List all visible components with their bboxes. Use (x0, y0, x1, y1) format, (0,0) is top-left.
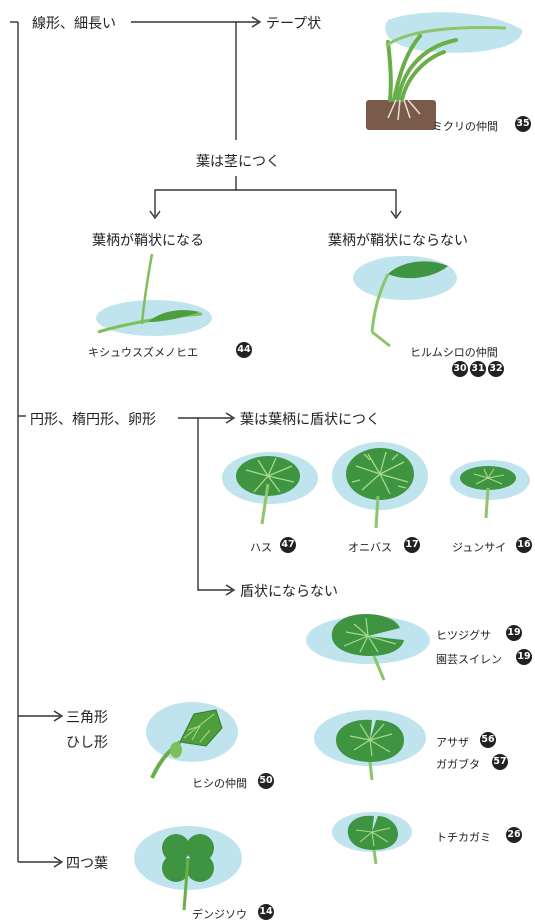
label-leaf-on-stem: 葉は茎につく (196, 154, 280, 170)
label-four-leaf: 四つ葉 (66, 856, 108, 872)
badge-hirumushiro-30: 30 (452, 361, 468, 377)
label-linear: 線形、細長い (32, 16, 116, 32)
caption-denjisou: デンジソウ (192, 908, 247, 921)
caption-asaza: アサザ (436, 736, 469, 749)
caption-hirumushiro: ヒルムシロの仲間 (410, 346, 498, 359)
badge-engei-suiren: 19 (516, 649, 532, 665)
label-sheath-no: 葉柄が鞘状にならない (328, 233, 468, 249)
caption-onibasu: オニバス (348, 541, 392, 554)
badge-hishi: 50 (258, 773, 274, 789)
hasu-illustration (222, 452, 318, 525)
arrow-sheath-yes (149, 210, 161, 220)
badge-hirumushiro-32: 32 (488, 361, 504, 377)
badge-tochikagami: 26 (506, 827, 522, 843)
hitsujigusa-illustration (306, 614, 430, 681)
caption-hitsujigusa: ヒツジグサ (436, 629, 491, 642)
label-tape: テープ状 (266, 16, 322, 32)
caption-kishuu: キシュウスズメノヒエ (88, 346, 198, 359)
caption-mikuri: ミクリの仲間 (432, 120, 498, 133)
badge-hitsujigusa: 19 (506, 625, 522, 641)
mikuri-illustration (366, 12, 523, 130)
caption-hasu: ハス (250, 541, 272, 554)
tochikagami-illustration (332, 812, 412, 865)
badge-onibasu: 17 (404, 537, 420, 553)
junsai-illustration (450, 460, 530, 519)
kishuu-illustration (96, 253, 212, 336)
label-sheath-yes: 葉柄が鞘状になる (92, 233, 204, 249)
arrow-not-peltate (225, 584, 236, 596)
badge-gagabuta: 57 (492, 754, 508, 770)
label-rhombus: ひし形 (66, 735, 108, 751)
arrow-triangle (53, 710, 64, 722)
badge-denjisou: 14 (258, 904, 274, 920)
asaza-illustration (314, 710, 426, 781)
arrow-peltate (225, 412, 236, 424)
badge-kishuu: 44 (236, 342, 252, 358)
badge-mikuri: 35 (515, 116, 531, 132)
badge-hirumushiro-31: 31 (470, 361, 486, 377)
label-not-peltate: 盾状にならない (240, 584, 338, 600)
label-peltate: 葉は葉柄に盾状につく (240, 412, 380, 428)
caption-junsai: ジュンサイ (452, 541, 507, 554)
arrow-tape (251, 16, 262, 28)
hirumushiro-illustration (353, 256, 457, 348)
badge-asaza: 56 (480, 732, 496, 748)
arrow-four-leaf (53, 856, 64, 868)
hishi-illustration (146, 702, 238, 779)
onibasu-illustration (332, 442, 428, 529)
denjisou-illustration (134, 826, 242, 911)
badge-hasu: 47 (280, 537, 296, 553)
arrow-sheath-no (390, 210, 402, 220)
badge-junsai: 16 (516, 537, 532, 553)
caption-gagabuta: ガガブタ (436, 758, 480, 771)
caption-engei-suiren: 園芸スイレン (436, 653, 502, 666)
caption-hishi: ヒシの仲間 (192, 777, 247, 790)
label-triangle: 三角形 (66, 710, 108, 726)
label-round: 円形、楕円形、卵形 (30, 412, 156, 428)
caption-tochikagami: トチカガミ (436, 831, 491, 844)
